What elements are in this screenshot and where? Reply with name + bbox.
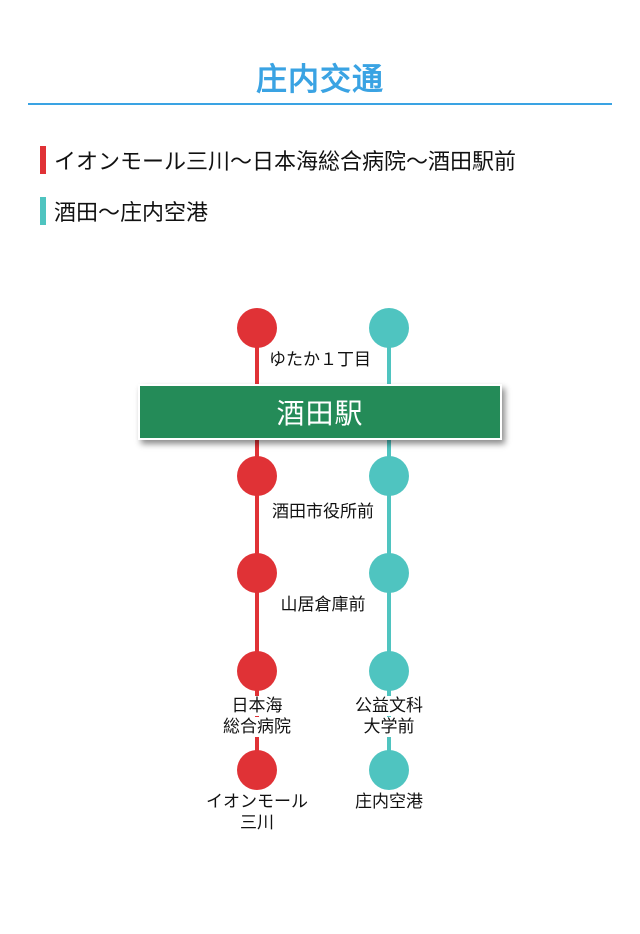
stop-label-koeki-line2: 大学前	[362, 717, 416, 737]
red-stop-yutaka[interactable]	[237, 308, 277, 348]
stop-label-aeon-line1: イオンモール	[205, 792, 309, 812]
stop-label-hospital-line2: 総合病院	[222, 717, 292, 737]
stop-label-yutaka-text: ゆたか１丁目	[268, 350, 372, 370]
stop-label-shiyakusho: 酒田市役所前	[258, 502, 388, 523]
teal-stop-airport[interactable]	[369, 750, 409, 790]
stop-label-aeon-line2: 三川	[239, 813, 275, 833]
stop-label-sankyo-text: 山居倉庫前	[279, 595, 367, 615]
stop-label-aeon: イオンモール 三川	[192, 792, 322, 834]
red-stop-sankyo[interactable]	[237, 553, 277, 593]
legend-item-red-line: イオンモール三川〜日本海総合病院〜酒田駅前	[40, 145, 516, 175]
teal-stop-shiyakusho[interactable]	[369, 456, 409, 496]
stop-label-airport-text: 庄内空港	[354, 792, 424, 812]
sakata-station-box[interactable]: 酒田駅	[138, 384, 502, 440]
red-stop-aeon[interactable]	[237, 750, 277, 790]
legend-item-teal-line: 酒田〜庄内空港	[40, 196, 208, 226]
stop-label-airport: 庄内空港	[334, 792, 444, 813]
stop-label-hospital: 日本海 総合病院	[197, 696, 317, 738]
red-stop-hospital[interactable]	[237, 651, 277, 691]
page-title: 庄内交通	[256, 62, 384, 98]
red-line-swatch	[40, 146, 46, 174]
stop-label-hospital-line1: 日本海	[230, 696, 284, 716]
legend-label-red-line: イオンモール三川〜日本海総合病院〜酒田駅前	[54, 150, 517, 175]
stop-label-sankyo: 山居倉庫前	[258, 595, 388, 616]
title-divider	[28, 103, 612, 105]
teal-stop-koeki[interactable]	[369, 651, 409, 691]
stop-label-koeki: 公益文科 大学前	[329, 696, 449, 738]
stop-label-yutaka: ゆたか１丁目	[255, 350, 385, 371]
legend-label-teal-line: 酒田〜庄内空港	[54, 201, 209, 226]
stop-label-shiyakusho-text: 酒田市役所前	[271, 502, 375, 522]
teal-stop-yutaka[interactable]	[369, 308, 409, 348]
red-stop-shiyakusho[interactable]	[237, 456, 277, 496]
teal-line-swatch	[40, 197, 46, 225]
stop-label-koeki-line1: 公益文科	[354, 696, 424, 716]
teal-stop-sankyo[interactable]	[369, 553, 409, 593]
station-name: 酒田駅	[276, 397, 364, 430]
